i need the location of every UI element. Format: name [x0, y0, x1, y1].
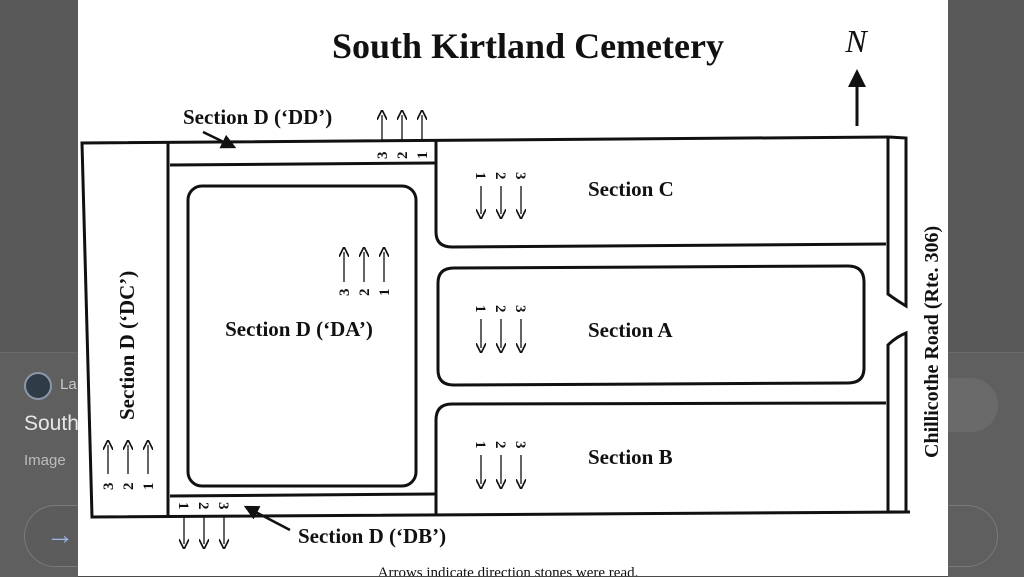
site-name: La [60, 376, 77, 393]
da-row-1: 1 [377, 289, 393, 297]
map-image: South Kirtland Cemetery N Section D (‘DD… [78, 0, 948, 576]
section-a-label: Section A [588, 318, 673, 342]
section-dd-pointer-icon [202, 130, 237, 149]
dd-row-2: 2 [395, 152, 411, 160]
section-db-label: Section D (‘DB’) [298, 524, 446, 548]
db-row-2: 2 [195, 502, 211, 510]
dc-row-3: 3 [101, 483, 117, 491]
section-da-label: Section D (‘DA’) [225, 317, 373, 341]
map-title: South Kirtland Cemetery [332, 26, 724, 66]
a-row-3: 3 [512, 305, 528, 313]
a-row-1: 1 [472, 305, 488, 313]
b-row-2: 2 [492, 441, 508, 449]
c-row-1: 1 [472, 172, 488, 180]
b-row-1: 1 [472, 441, 488, 449]
dc-direction-arrows [108, 445, 148, 474]
db-direction-arrows [184, 516, 224, 544]
site-logo-icon [24, 372, 52, 400]
section-db-pointer-icon [243, 505, 291, 532]
db-row-3: 3 [215, 502, 231, 510]
b-direction-arrows [481, 455, 521, 484]
result-subtitle: Image [24, 452, 66, 469]
a-direction-arrows [481, 319, 521, 348]
cemetery-outline [80, 135, 911, 519]
da-direction-arrows [344, 252, 384, 282]
a-row-2: 2 [492, 305, 508, 313]
road-label: Chillicothe Road (Rte. 306) [921, 226, 943, 458]
dd-row-1: 1 [415, 152, 431, 160]
dd-direction-arrows [382, 115, 422, 140]
section-b-label: Section B [588, 445, 673, 469]
result-title[interactable]: South [24, 412, 78, 435]
c-direction-arrows [481, 186, 521, 214]
da-row-2: 2 [357, 289, 373, 297]
section-dd-label: Section D (‘DD’) [183, 105, 332, 129]
map-caption: Arrows indicate direction stones were re… [378, 565, 639, 576]
cemetery-map: South Kirtland Cemetery N Section D (‘DD… [80, 23, 943, 576]
section-dc-label: Section D (‘DC’) [115, 271, 139, 420]
arrow-right-icon[interactable]: → [46, 519, 74, 550]
section-c-label: Section C [588, 177, 674, 201]
c-row-3: 3 [512, 172, 528, 180]
c-row-2: 2 [492, 172, 508, 180]
dc-row-1: 1 [141, 483, 157, 491]
north-label: N [844, 23, 868, 59]
da-row-3: 3 [337, 289, 353, 297]
dc-row-2: 2 [121, 483, 137, 491]
db-row-1: 1 [175, 502, 191, 510]
b-row-3: 3 [512, 441, 528, 449]
dd-row-3: 3 [375, 152, 391, 160]
